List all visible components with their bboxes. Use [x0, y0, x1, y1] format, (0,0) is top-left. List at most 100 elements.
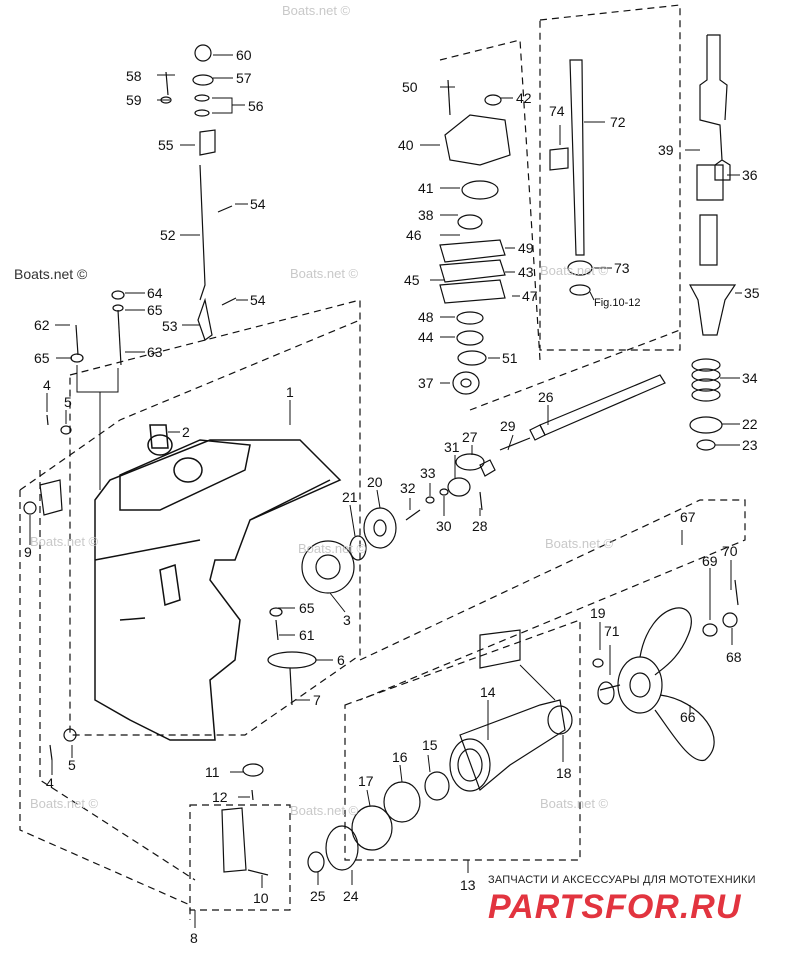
part-label: 54 [250, 196, 266, 212]
part-label: 41 [418, 180, 434, 196]
part-label: 44 [418, 329, 434, 345]
part-label: 2 [182, 424, 190, 440]
part-label: 69 [702, 553, 718, 569]
part-label: 29 [500, 418, 516, 434]
part-label: 71 [604, 623, 620, 639]
part-label: 45 [404, 272, 420, 288]
part-label: 17 [358, 773, 374, 789]
part-label: 27 [462, 429, 478, 445]
part-label: 26 [538, 389, 554, 405]
leader-lines [29, 54, 742, 928]
part-label: 25 [310, 888, 326, 904]
watermark: Boats.net © [282, 3, 351, 18]
part-label: 8 [190, 930, 198, 946]
part-label: 24 [343, 888, 359, 904]
part-label: 72 [610, 114, 626, 130]
part-label: 28 [472, 518, 488, 534]
part-label: 5 [64, 394, 72, 410]
part-label: 9 [24, 544, 32, 560]
part-label: 6 [337, 652, 345, 668]
part-label: 59 [126, 92, 142, 108]
part-label: 58 [126, 68, 142, 84]
part-label: 68 [726, 649, 742, 665]
part-label: 60 [236, 47, 252, 63]
part-label: 23 [742, 437, 758, 453]
part-label: 32 [400, 480, 416, 496]
part-label: 65 [299, 600, 315, 616]
part-label: 51 [502, 350, 518, 366]
shim-spring [689, 358, 723, 451]
part-label: 67 [680, 509, 696, 525]
part-label: 62 [34, 317, 50, 333]
part-label: 20 [367, 474, 383, 490]
part-label: 12 [212, 789, 228, 805]
part-label: 55 [158, 137, 174, 153]
part-label: 49 [518, 240, 534, 256]
part-label: 61 [299, 627, 315, 643]
watermark: Boats.net © [298, 541, 367, 556]
part-label: 73 [614, 260, 630, 276]
part-label: 4 [43, 377, 51, 393]
watermark: Boats.net © [545, 536, 614, 551]
watermark: Boats.net © [30, 534, 99, 549]
part-label: 11 [205, 764, 220, 780]
watermark: Boats.net © [30, 796, 99, 811]
watermark: Boats.net © [540, 263, 609, 278]
part-label: 65 [34, 350, 50, 366]
part-label: 65 [147, 302, 163, 318]
footer-tagline: ЗАПЧАСТИ И АКСЕССУАРЫ ДЛЯ МОТОТЕХНИКИ [488, 874, 756, 886]
part-label: 13 [460, 877, 476, 893]
watermark: Boats.net © [290, 266, 359, 281]
watermark: Boats.net © [540, 796, 609, 811]
part-label: 53 [162, 318, 178, 334]
part-label: 66 [680, 709, 696, 725]
part-label: 30 [436, 518, 452, 534]
part-label: 31 [444, 439, 460, 455]
part-label: 42 [516, 90, 532, 106]
part-label: 46 [406, 227, 422, 243]
water-pump [439, 79, 511, 395]
watermark: Boats.net © [290, 803, 359, 818]
part-label: 63 [147, 344, 163, 360]
part-label: 50 [402, 79, 418, 95]
part-label: 3 [343, 612, 351, 628]
water-tube [549, 59, 593, 296]
watermark-group: Boats.net © Boats.net © Boats.net © Boat… [14, 3, 614, 818]
dashed-outlines [19, 4, 746, 920]
gear-case [94, 424, 342, 741]
left-hardware [23, 44, 317, 876]
part-label: 35 [744, 285, 760, 301]
bearing-housing [449, 629, 573, 792]
part-label: 5 [68, 757, 76, 773]
propeller-shaft [405, 374, 666, 521]
part-label: 43 [518, 264, 534, 280]
part-label: 15 [422, 737, 438, 753]
part-label: 38 [418, 207, 434, 223]
partsfor-logo: PARTSFOR.RU [488, 888, 742, 926]
part-label: 1 [286, 384, 294, 400]
part-label: 36 [742, 167, 758, 183]
part-label: 56 [248, 98, 264, 114]
part-label: 48 [418, 309, 434, 325]
part-label: 39 [658, 142, 674, 158]
watermark-primary: Boats.net © [14, 266, 88, 282]
drive-shaft [689, 34, 737, 336]
part-label: 57 [236, 70, 252, 86]
gears-bearings [301, 507, 450, 873]
figure-reference: Fig.10-12 [594, 297, 640, 309]
part-label: 47 [522, 288, 538, 304]
part-label: 52 [160, 227, 176, 243]
part-label: 4 [46, 775, 54, 791]
part-label: 10 [253, 890, 269, 906]
part-label: 19 [590, 605, 606, 621]
part-label: 64 [147, 285, 163, 301]
part-label: 37 [418, 375, 434, 391]
part-label: 33 [420, 465, 436, 481]
part-label: 22 [742, 416, 758, 432]
part-label: 40 [398, 137, 414, 153]
part-label: 7 [313, 692, 321, 708]
part-label: 54 [250, 292, 266, 308]
part-label: 18 [556, 765, 572, 781]
part-label: 74 [549, 103, 565, 119]
